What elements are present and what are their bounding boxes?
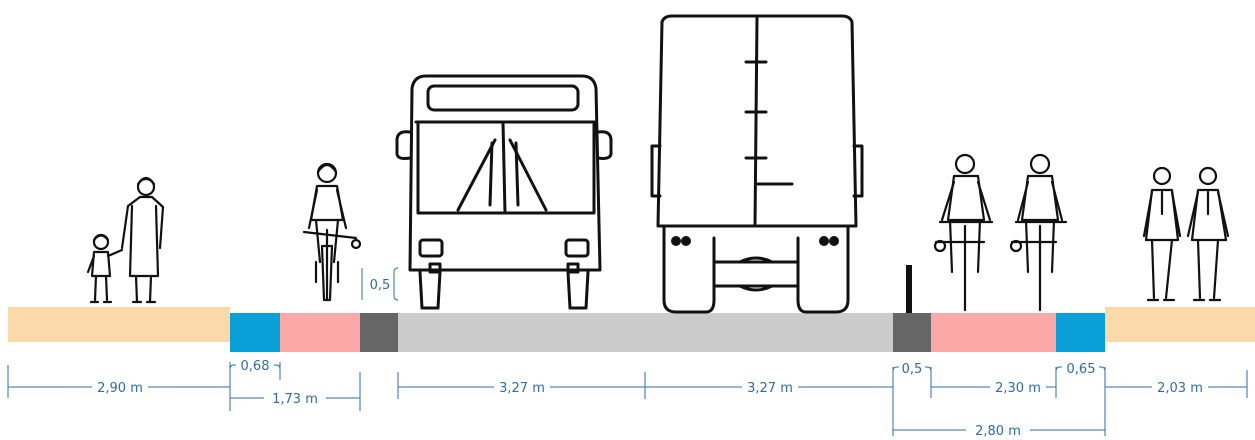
bike-lane-right-strip xyxy=(931,313,1056,352)
dim-separator-right: 0,5 xyxy=(902,362,923,377)
cyclists-rear-icon xyxy=(933,153,1068,312)
dim-bike-lane-right: 2,30 m xyxy=(995,381,1041,396)
buffer-right-strip xyxy=(1056,313,1105,352)
dim-vertical-offset: 0,5 xyxy=(370,278,391,293)
bike-lane-left-strip xyxy=(280,313,360,352)
two-men-icon xyxy=(1142,166,1230,302)
dim-sidewalk-right: 2,03 m xyxy=(1157,381,1203,396)
bollard-icon xyxy=(906,265,912,313)
separator-left-strip xyxy=(360,313,398,352)
buffer-left-strip xyxy=(230,313,280,352)
bus-front-icon xyxy=(395,74,613,310)
dim-buffer-left: 0,68 xyxy=(241,359,270,374)
sidewalk-left-strip xyxy=(8,307,230,342)
cyclist-front-icon xyxy=(302,162,362,302)
dim-sidewalk-left: 2,90 m xyxy=(97,381,143,396)
dim-bike-zone-right: 2,80 m xyxy=(975,424,1021,439)
separator-right-strip xyxy=(893,313,931,352)
dim-lane-1: 3,27 m xyxy=(499,381,545,396)
dim-buffer-right: 0,65 xyxy=(1067,362,1096,377)
ground-strips xyxy=(8,307,1255,352)
dimension-lines xyxy=(7,267,1248,436)
dim-lane-2: 3,27 m xyxy=(747,381,793,396)
dim-bike-zone-left: 1,73 m xyxy=(272,392,318,407)
woman-and-child-icon xyxy=(86,176,165,304)
roadway-strip xyxy=(398,313,893,352)
truck-rear-icon xyxy=(650,14,864,314)
sidewalk-right-strip xyxy=(1105,307,1255,342)
dimension-labels: 2,90 m 0,68 1,73 m 0,5 3,27 m 3,27 m 0,5… xyxy=(97,278,1203,439)
